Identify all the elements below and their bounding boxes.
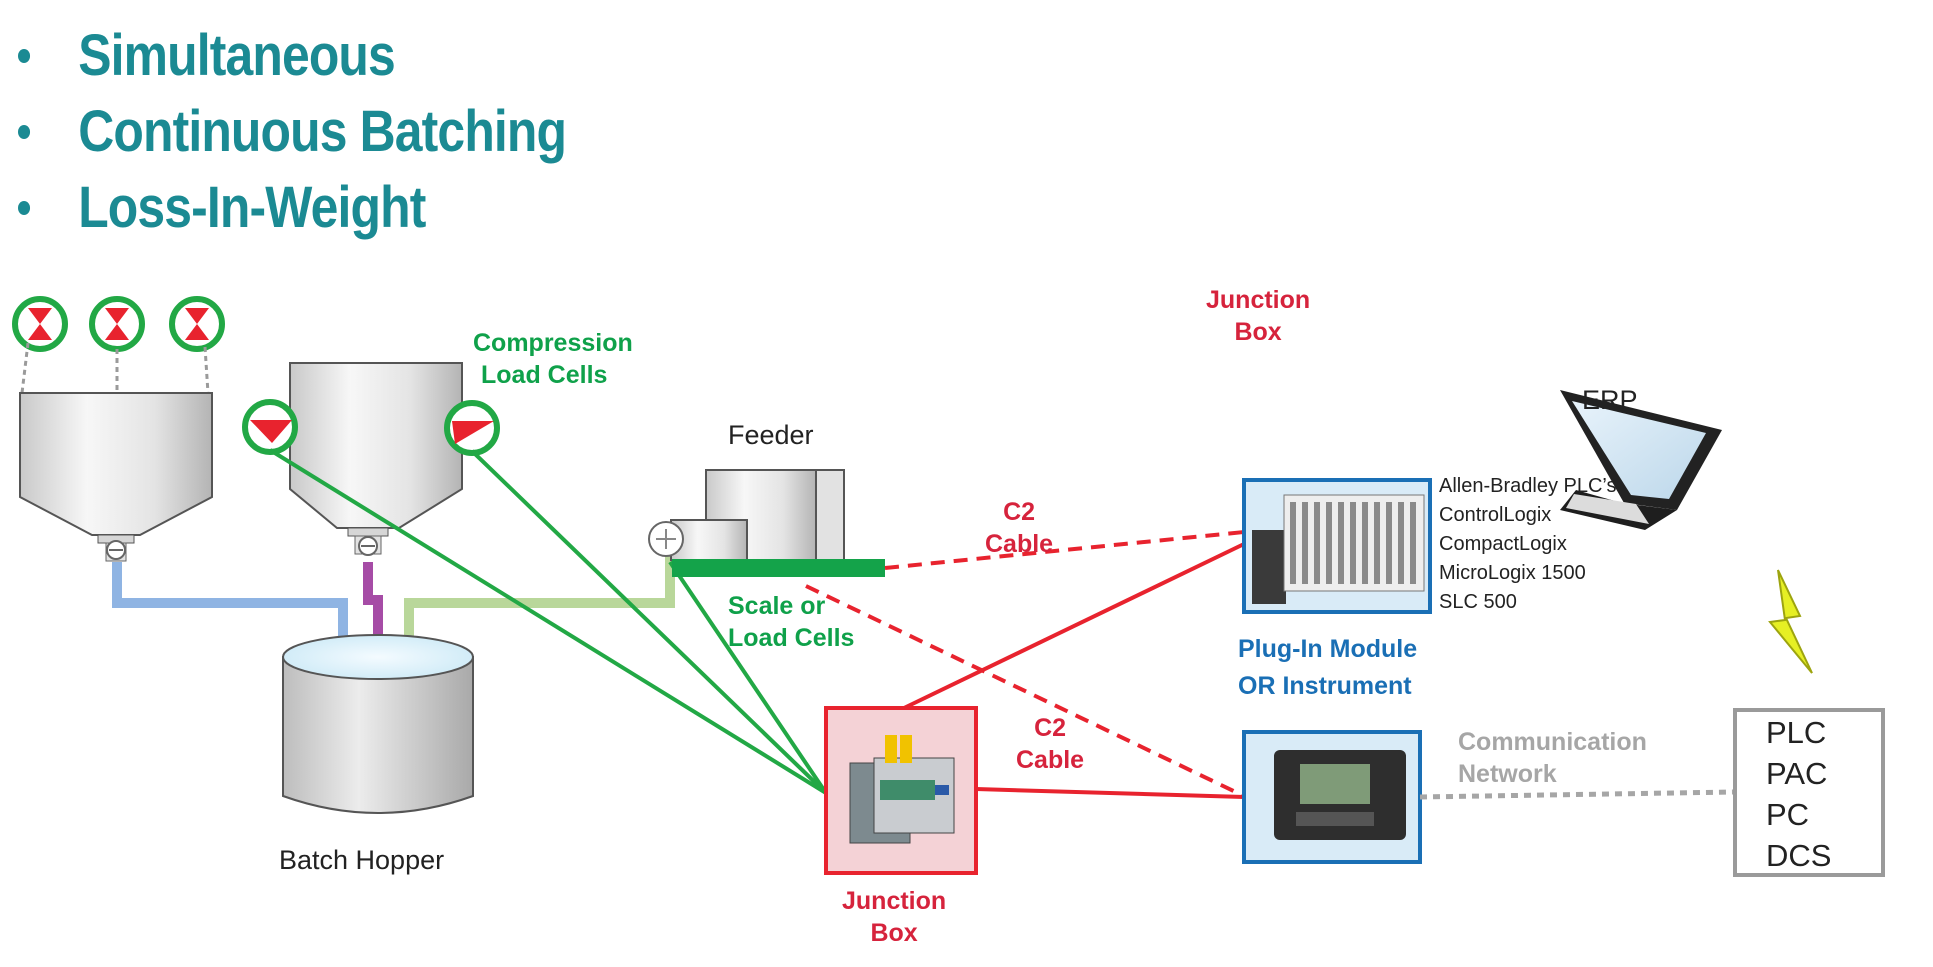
- pipe-lightgreen: [404, 555, 675, 653]
- valve-indicator-2: [89, 296, 145, 352]
- c2-cables: [805, 530, 1245, 799]
- c2-cable-label-mid: C2 Cable: [1016, 712, 1084, 776]
- system-list-item: PAC: [1766, 756, 1828, 791]
- label-line: Compression: [473, 329, 633, 357]
- system-list-item: PC: [1766, 797, 1810, 832]
- label-line: Junction: [842, 887, 947, 915]
- hopper-1: [19, 392, 213, 562]
- erp-label: ERP: [1582, 385, 1638, 415]
- bullet-dot: [18, 124, 31, 139]
- plc-list-item: SLC 500: [1439, 591, 1517, 613]
- bullet-continuous-batching: Continuous Batching: [18, 98, 567, 165]
- c2-cable-label-top: C2 Cable: [985, 496, 1053, 560]
- feeder-label: Feeder: [728, 420, 814, 450]
- load-cell-signal-lines: [268, 448, 828, 795]
- weighing-instrument: [1242, 730, 1422, 864]
- batch-hopper-label: Batch Hopper: [279, 845, 445, 875]
- plug-in-module-label: Plug-In Module OR Instrument: [1238, 631, 1417, 705]
- label-line: Load Cells: [728, 624, 855, 652]
- bullet-text: Continuous Batching: [78, 99, 567, 164]
- junction-box-label-top: Junction Box: [1206, 284, 1310, 348]
- label-line: Scale or: [728, 592, 826, 620]
- bullet-loss-in-weight: Loss-In-Weight: [18, 174, 426, 241]
- wireless-lightning-icon: [1768, 569, 1813, 674]
- bullet-dot: [18, 200, 31, 215]
- compression-load-cells-label: Compression Load Cells: [473, 327, 633, 391]
- label-line: Cable: [985, 530, 1054, 558]
- scale-load-cells-label: Scale or Load Cells: [728, 590, 854, 654]
- communication-network-label: Communication Network: [1458, 726, 1647, 790]
- erp-laptop-icon: [1560, 390, 1722, 530]
- communication-network-line: [1419, 789, 1736, 800]
- batch-hopper: [282, 634, 474, 814]
- label-line: OR Instrument: [1238, 672, 1412, 700]
- pipe-blue: [112, 562, 348, 653]
- system-list-item: PLC: [1766, 715, 1827, 750]
- plc-rack: [1242, 478, 1432, 614]
- label-line: Box: [1234, 318, 1282, 346]
- label-line: Plug-In Module: [1238, 635, 1418, 663]
- system-list: PLC PAC PC DCS: [1766, 712, 1831, 876]
- label-line: Box: [870, 919, 918, 947]
- label-line: Communication: [1458, 728, 1647, 756]
- feeder: [648, 469, 845, 561]
- bullet-simultaneous: Simultaneous: [18, 22, 396, 89]
- systems-box: [1733, 708, 1885, 877]
- label-line: Cable: [1016, 746, 1085, 774]
- plc-list-item: Allen-Bradley PLC’s: [1439, 475, 1617, 497]
- scale-bar: [672, 559, 885, 577]
- plc-list-item: CompactLogix: [1439, 533, 1567, 555]
- bullet-text: Loss-In-Weight: [78, 175, 426, 240]
- label-line: C2: [1003, 498, 1036, 526]
- bullet-dot: [18, 48, 31, 63]
- load-cell-left: [242, 399, 298, 455]
- label-line: Network: [1458, 760, 1557, 788]
- system-list-item: DCS: [1766, 838, 1832, 873]
- label-line: Junction: [1206, 286, 1311, 314]
- hopper-2: [289, 362, 463, 556]
- plc-list-item: MicroLogix 1500: [1439, 562, 1586, 584]
- bullet-text: Simultaneous: [78, 23, 396, 88]
- pipe-purple: [363, 562, 383, 653]
- plc-list: Allen-Bradley PLC’s ControlLogix Compact…: [1439, 472, 1617, 617]
- valve-indicator-3: [169, 296, 225, 352]
- junction-box: [824, 706, 978, 875]
- indicator-connector-lines: [20, 342, 210, 394]
- label-line: C2: [1034, 714, 1067, 742]
- label-line: Load Cells: [481, 361, 608, 389]
- plc-list-item: ControlLogix: [1439, 504, 1552, 526]
- valve-indicator-1: [12, 296, 68, 352]
- junction-box-label-bottom: Junction Box: [842, 885, 946, 949]
- load-cell-right: [444, 400, 500, 456]
